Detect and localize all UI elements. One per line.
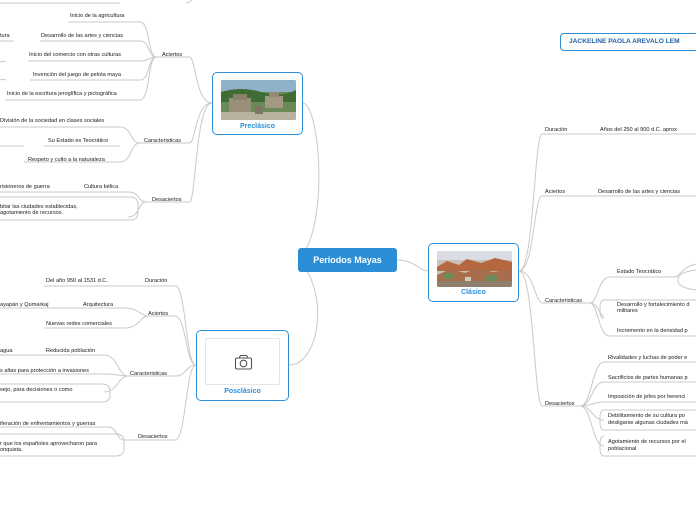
clasico-card[interactable]: Clásico	[428, 243, 519, 302]
clasico-title: Clásico	[461, 289, 486, 296]
image-placeholder	[205, 338, 280, 385]
preclasico-caracteristicas-label[interactable]: Caracteristicas	[144, 138, 181, 144]
clasico-caracteristicas-label[interactable]: Caracteristicas	[545, 298, 582, 304]
topic-item[interactable]: poblacional	[608, 446, 637, 452]
topic-item[interactable]: bitar las ciudades establecidas,	[0, 204, 78, 210]
topic-item[interactable]: Cultura bélica	[84, 184, 119, 190]
topic-item[interactable]: Desarrollo de las artes y ciencias	[598, 189, 681, 195]
topic-item[interactable]: ayapán y Qumarkaj	[0, 302, 49, 308]
topic-item[interactable]: Desarrollo de las artes y ciencias	[41, 33, 124, 39]
central-topic[interactable]: Periodos Mayas	[298, 248, 397, 272]
ruins-image	[221, 80, 296, 120]
topic-item[interactable]: Inicio de la escritura jeroglífica y pic…	[7, 91, 117, 97]
topic-item[interactable]: Nuevas redes comerciales	[46, 321, 112, 327]
topic-item[interactable]: r que los españoles aprovecharon para	[0, 441, 98, 447]
topic-item[interactable]: sejo, para decisiones o como	[0, 387, 73, 393]
clasico-aciertos-label[interactable]: Aciertos	[545, 189, 566, 195]
topic-item[interactable]: tura	[0, 33, 10, 39]
clasico-desaciertos-label[interactable]: Desaciertos	[545, 401, 575, 407]
topic-item[interactable]: Su Estado es Teocrático	[48, 138, 109, 144]
topic-item[interactable]: desligarse algunas ciudades má	[608, 420, 688, 426]
topic-item[interactable]: División de la sociedad en clases social…	[0, 118, 105, 124]
topic-item[interactable]: onquista.	[0, 447, 23, 453]
topic-item[interactable]: Reducida población	[46, 348, 96, 354]
author-name-box[interactable]: JACKELINE PAOLA AREVALO LEM	[560, 33, 696, 51]
clasico-duracion-label[interactable]: Duración	[545, 127, 568, 133]
topic-item[interactable]: Agotamiento de recursos por el	[608, 439, 686, 445]
preclasico-title: Preclásico	[239, 123, 276, 130]
topic-item[interactable]: Estado Teocrático	[617, 269, 662, 275]
topic-item[interactable]: Sacrificios de partes humanas p	[608, 375, 688, 381]
topic-item[interactable]: agotamiento de recursos.	[0, 210, 64, 216]
topic-item[interactable]: risioneros de guerra	[0, 184, 50, 190]
topic-item[interactable]: Incremento en la densidad p	[617, 328, 688, 334]
topic-item[interactable]: Desarrollo y fortalecimiento d	[617, 302, 690, 308]
topic-item[interactable]: Debilitamiento de su cultura po	[608, 413, 685, 419]
posclasico-caracteristicas-label[interactable]: Caracteristicas	[130, 371, 167, 377]
topic-item[interactable]: Invención del juego de pelota maya	[33, 72, 122, 78]
preclasico-aciertos-label[interactable]: Aciertos	[162, 52, 183, 58]
topic-item[interactable]: Respeto y culto a la naturaleza	[28, 157, 105, 163]
posclasico-card[interactable]: Posclásico	[196, 330, 289, 401]
topic-item[interactable]: Inicio de la agricultura	[70, 13, 125, 19]
preclasico-desaciertos-label[interactable]: Desaciertos	[152, 197, 182, 203]
posclasico-desaciertos-label[interactable]: Desaciertos	[138, 434, 168, 440]
topic-item[interactable]: Arquitectura	[83, 302, 114, 308]
topic-item[interactable]: agua	[0, 348, 13, 354]
topic-item[interactable]: iferación de enfrentamientos y guerras	[0, 421, 96, 427]
city-image	[437, 251, 512, 287]
posclasico-duracion-label[interactable]: Duración	[145, 278, 168, 284]
topic-item[interactable]: Rivalidades y luchas de poder e	[608, 355, 688, 361]
topic-item[interactable]: Del año 950 al 1531 d.C.	[46, 278, 108, 284]
topic-item[interactable]: Años del 250 al 900 d.C. aprox	[600, 127, 677, 133]
topic-item[interactable]: s altas para protección a invasiones	[0, 368, 89, 374]
topic-item[interactable]: militares	[617, 308, 638, 314]
posclasico-title: Posclásico	[224, 388, 261, 395]
camera-icon	[234, 354, 253, 370]
preclasico-card[interactable]: Preclásico	[212, 72, 303, 135]
topic-item[interactable]: Imposición de jefes por herenci	[608, 394, 686, 400]
posclasico-aciertos-label[interactable]: Aciertos	[148, 311, 169, 317]
topic-item[interactable]: Inicio del comercio con otras culturas	[29, 52, 122, 58]
